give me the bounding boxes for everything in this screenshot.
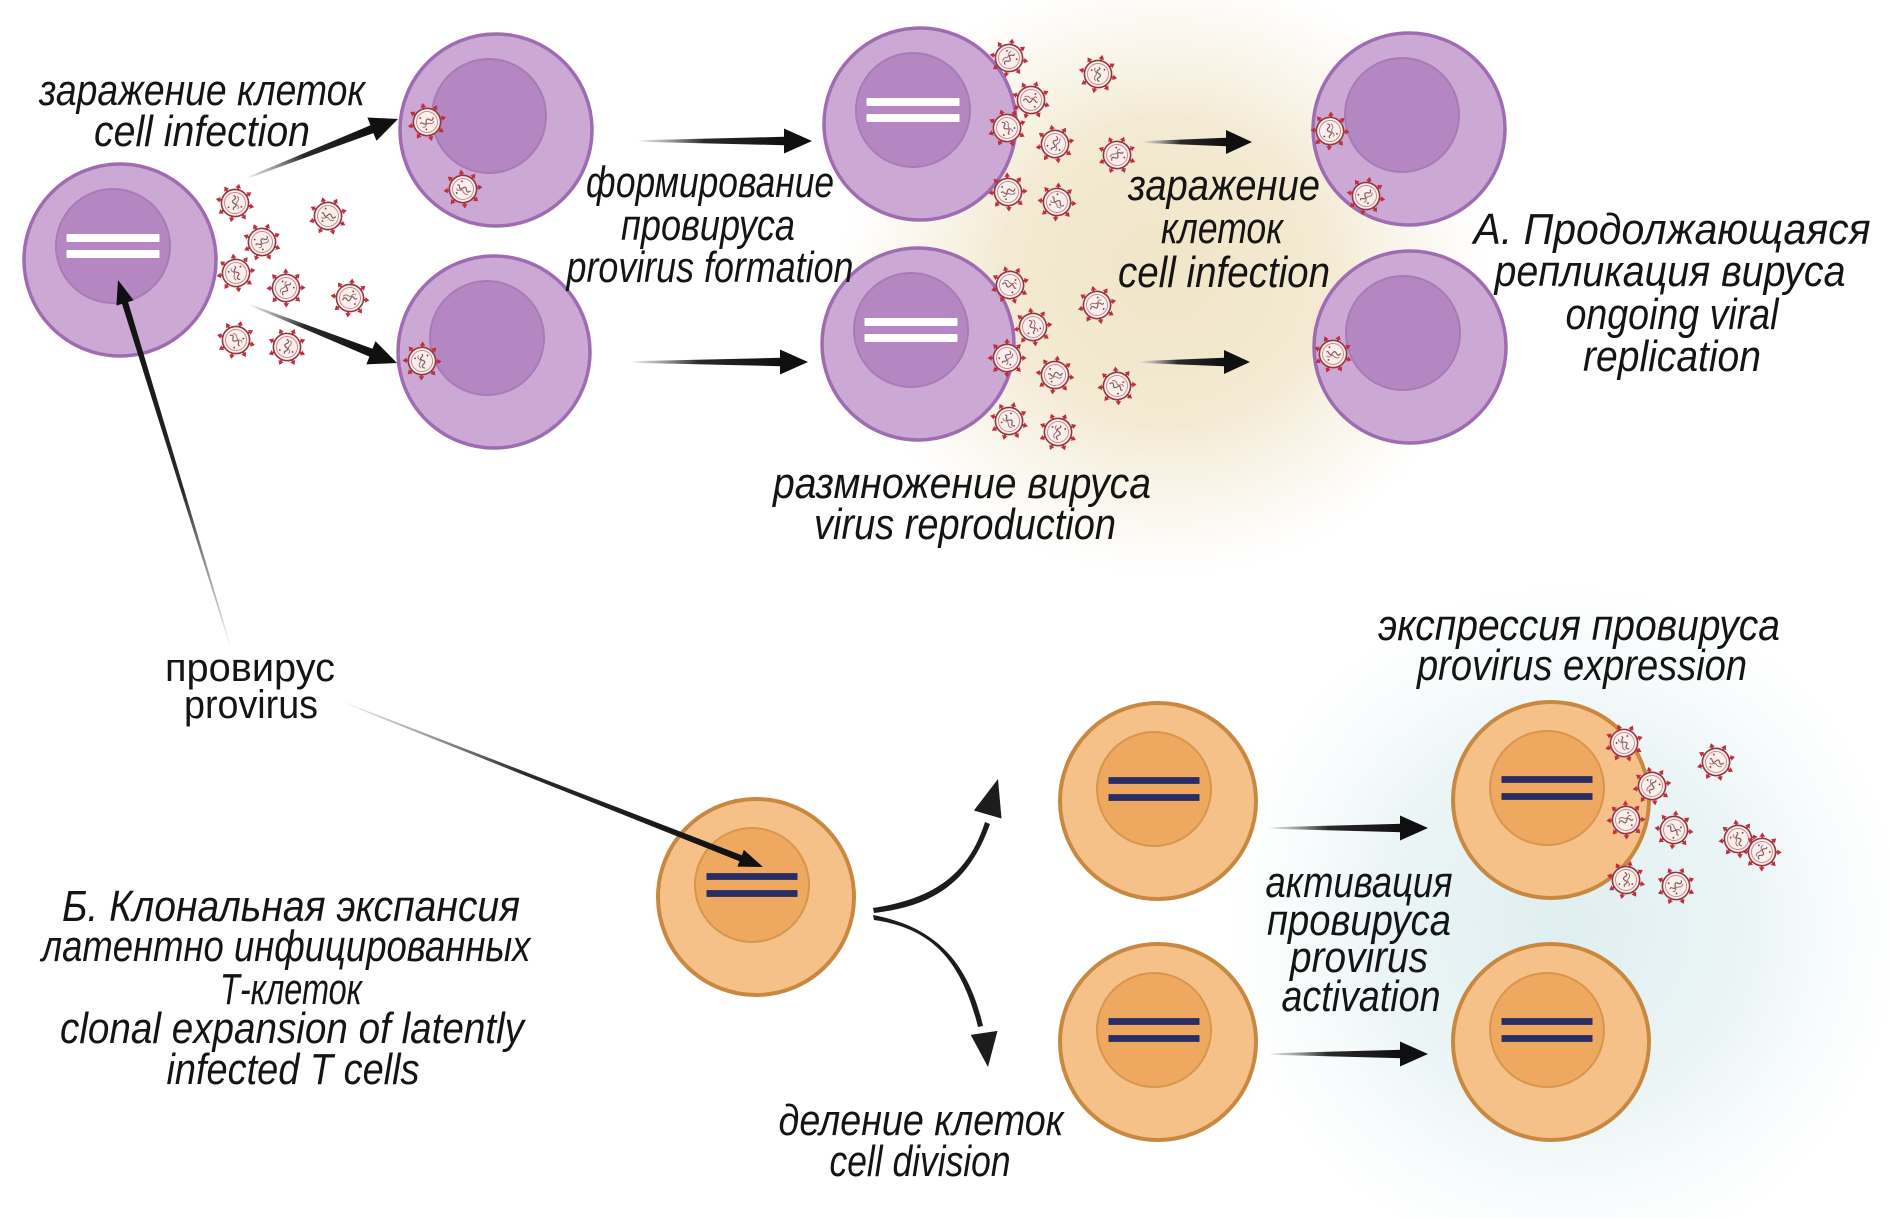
svg-text:provirus: provirus <box>184 683 318 727</box>
svg-text:provirus expression: provirus expression <box>1415 641 1747 690</box>
svg-text:activation: activation <box>1282 972 1441 1021</box>
svg-text:деление клеток: деление клеток <box>779 1096 1066 1145</box>
svg-text:провирус: провирус <box>165 646 335 690</box>
svg-text:репликация вируса: репликация вируса <box>1493 247 1846 296</box>
svg-text:infected T cells: infected T cells <box>167 1045 420 1094</box>
svg-text:экспрессия провируса: экспрессия провируса <box>1378 601 1780 650</box>
svg-text:replication: replication <box>1583 332 1761 381</box>
svg-text:virus reproduction: virus reproduction <box>814 500 1116 549</box>
svg-text:cell infection: cell infection <box>94 107 310 156</box>
svg-text:провируса: провируса <box>621 201 795 250</box>
svg-text:cell division: cell division <box>830 1137 1011 1186</box>
svg-text:Т-клеток: Т-клеток <box>220 965 364 1014</box>
svg-text:Б. Клональная экспансия: Б. Клональная экспансия <box>62 882 520 931</box>
svg-text:А. Продолжающаяся: А. Продолжающаяся <box>1471 205 1871 254</box>
svg-text:provirus formation: provirus formation <box>565 243 854 292</box>
svg-text:ongoing viral: ongoing viral <box>1566 290 1780 339</box>
svg-text:размножение вируса: размножение вируса <box>771 459 1151 508</box>
svg-text:заражение: заражение <box>1127 161 1320 210</box>
svg-text:clonal expansion of latently: clonal expansion of latently <box>60 1004 527 1053</box>
svg-text:формирование: формирование <box>586 158 834 207</box>
svg-text:латентно инфицированных: латентно инфицированных <box>39 922 532 971</box>
svg-text:provirus: provirus <box>1288 933 1428 982</box>
svg-text:провируса: провируса <box>1267 896 1451 945</box>
svg-text:клеток: клеток <box>1161 204 1285 253</box>
svg-text:cell infection: cell infection <box>1118 248 1330 297</box>
svg-text:заражение клеток: заражение клеток <box>38 66 367 115</box>
svg-text:активация: активация <box>1266 858 1453 907</box>
